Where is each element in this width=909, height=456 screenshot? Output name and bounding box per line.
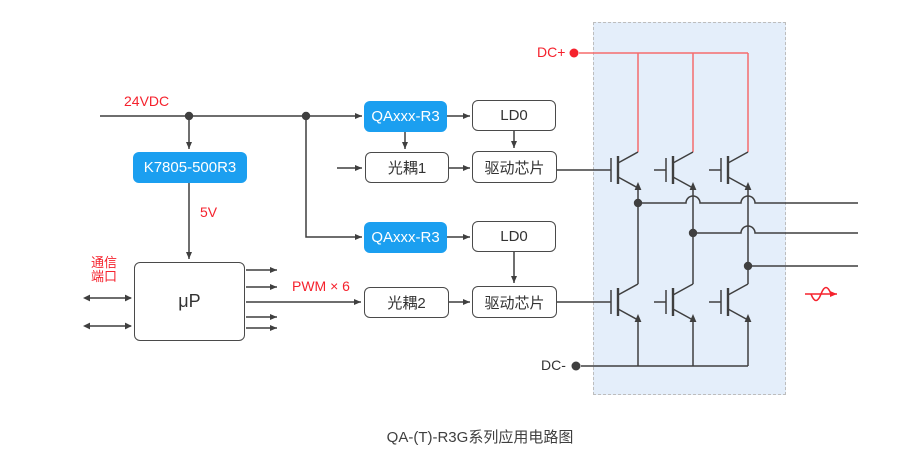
upper-drive-chain-wires	[337, 113, 599, 171]
igbt-bottom-3	[707, 282, 753, 324]
dc-plus-node	[569, 48, 579, 58]
igbt-top-3	[707, 150, 753, 192]
junction-dots	[184, 111, 753, 271]
dc-plus-rail	[569, 48, 749, 152]
block-driver-1: 驱动芯片	[472, 151, 557, 183]
dc-minus-rail	[571, 361, 748, 371]
igbt-bottom-1	[597, 282, 643, 324]
igbt-top-2	[652, 150, 698, 192]
block-mcu: μP	[134, 262, 245, 341]
phase-output-wires	[638, 195, 858, 267]
block-driver-2: 驱动芯片	[472, 286, 557, 318]
block-optocoupler-2: 光耦2	[364, 287, 449, 318]
label-dc-minus: DC-	[541, 357, 566, 373]
block-qa-module-2: QAxxx-R3	[364, 222, 447, 253]
block-qa-module-1: QAxxx-R3	[364, 101, 447, 132]
igbt-top-1	[597, 150, 643, 192]
lower-drive-chain-wires	[246, 234, 599, 305]
supply-wires	[100, 113, 362, 259]
block-ldo-2: LD0	[472, 221, 556, 252]
igbt-bottom-2	[652, 282, 698, 324]
label-comm-port-line1: 通信	[91, 255, 118, 270]
label-pwm: PWM × 6	[292, 278, 350, 294]
dc-minus-node	[571, 361, 581, 371]
label-5v: 5V	[200, 204, 218, 220]
block-regulator: K7805-500R3	[133, 152, 247, 183]
diagram-caption: QA-(T)-R3G系列应用电路图	[386, 429, 574, 446]
label-dc-plus: DC+	[537, 44, 566, 60]
block-ldo-1: LD0	[472, 100, 556, 131]
label-24vdc: 24VDC	[124, 93, 170, 109]
mcu-signal-arrows	[83, 267, 277, 331]
ac-output-icon	[805, 286, 837, 302]
label-comm-port-line2: 端口	[91, 269, 118, 285]
block-optocoupler-1: 光耦1	[365, 152, 449, 183]
inverter-bridge-region	[593, 22, 786, 395]
bridge-leg-wires	[637, 188, 749, 366]
